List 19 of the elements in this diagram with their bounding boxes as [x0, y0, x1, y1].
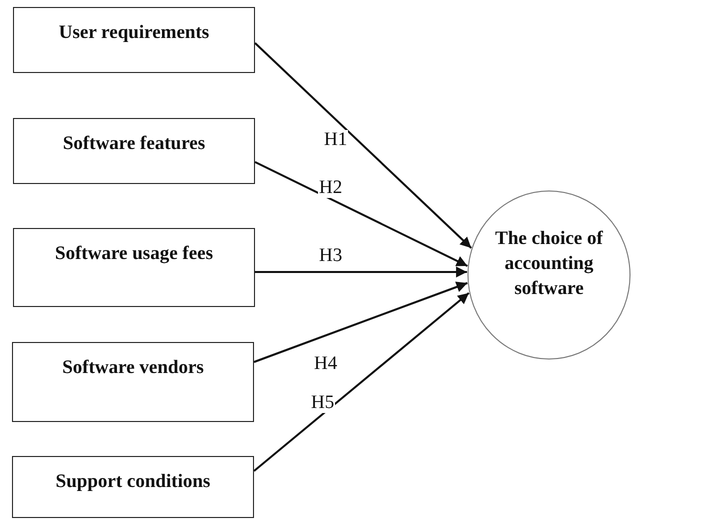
factor-label: Software vendors	[62, 357, 204, 380]
factor-box	[12, 342, 254, 422]
arrow	[254, 42, 472, 249]
edge-label: H2	[318, 178, 344, 198]
arrow	[253, 292, 470, 472]
factor-box	[13, 118, 255, 184]
factor-box	[12, 456, 254, 518]
outcome-ellipse	[467, 190, 631, 360]
factor-label: Software usage fees	[55, 243, 213, 266]
outcome-label: The choice of accounting software	[494, 227, 604, 301]
factor-label: Software features	[62, 133, 206, 156]
factor-box	[13, 228, 255, 307]
arrow	[254, 282, 468, 363]
factor-label: User requirements	[58, 22, 210, 45]
factor-box	[13, 7, 255, 73]
arrow	[254, 161, 468, 267]
factor-label: Support conditions	[56, 471, 210, 494]
edge-label: H5	[310, 393, 336, 413]
arrow	[255, 266, 468, 278]
